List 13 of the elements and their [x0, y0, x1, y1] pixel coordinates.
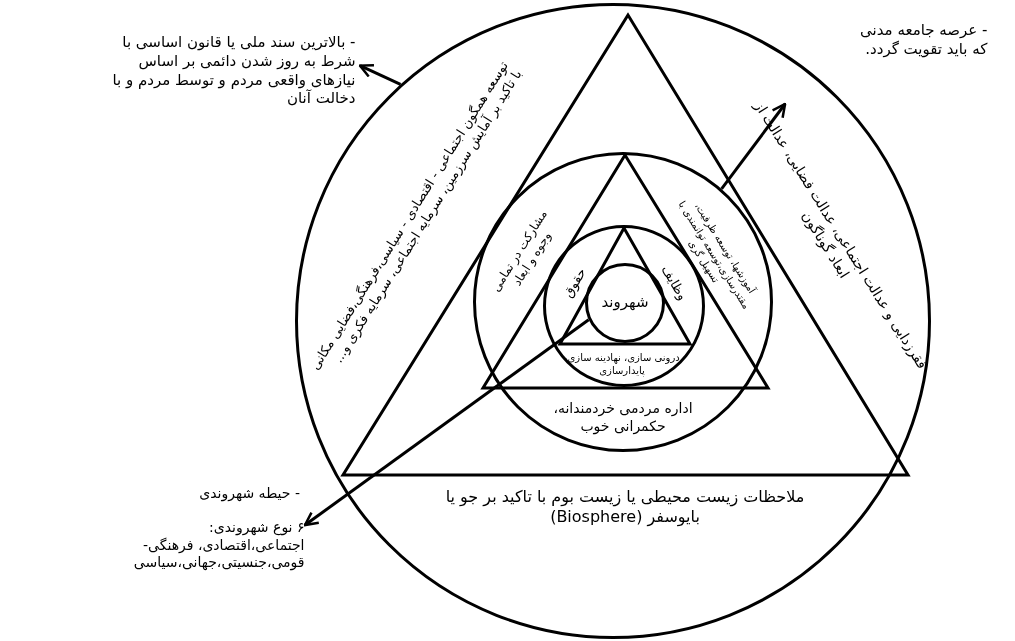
arrow — [358, 63, 402, 86]
note-text: - بالاترین سند ملی یا قانون اساسی با شرط به روز شدن دائمی بر اساس نیازهای واقعی مردم و توسط مردم و با دخالت آنان — [111, 32, 356, 108]
note-text: - عرصه جامعه مدنی که باید تقویت گردد. — [859, 21, 988, 59]
arrow — [303, 318, 590, 527]
ring-label: مشارکت در تمامی وجوه و ابعاد — [487, 206, 555, 296]
ring-label: وظایف — [657, 261, 692, 305]
arrow — [720, 102, 787, 190]
ring-label: اداره مردمی خردمندانه، حکمرانی خوب — [552, 399, 694, 435]
center-label: شهروند — [600, 292, 650, 312]
ring-label: حقوق — [559, 264, 590, 303]
ring-label: ملاحظات زیست محیطی یا زیست بوم با تاکید بر جو یا بایوسفر (Biosphere) — [444, 487, 806, 527]
note-heading: - حیطه شهروندی — [198, 485, 300, 503]
note-text: ۶ نوع شهروندی: اجتماعی،اقتصادی، فرهنگی-قومی،جنسیتی،جهانی،سیاسی — [132, 518, 305, 572]
